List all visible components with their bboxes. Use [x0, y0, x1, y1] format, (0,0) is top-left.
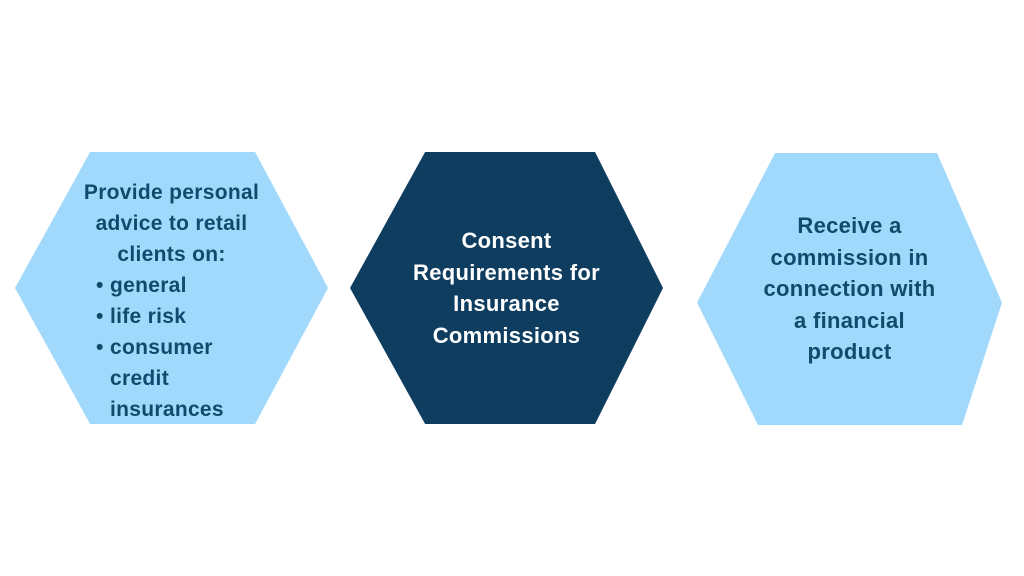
text-line: commission in	[770, 244, 929, 270]
hexagon-commission: Receive a commission in connection with …	[697, 153, 1002, 425]
text-line: a financial	[794, 307, 905, 333]
advice-bullet-list: general life risk consumer credit insura…	[96, 270, 328, 424]
bullet-item: consumer credit insurances	[96, 332, 246, 424]
bullet-item: life risk	[96, 301, 246, 332]
text-line: product	[807, 339, 892, 365]
text-line: advice to retail	[95, 212, 248, 235]
hexagon-advice-content: Provide personal advice to retail client…	[15, 152, 328, 424]
hexagon-consent-requirements: Consent Requirements for Insurance Commi…	[350, 152, 663, 424]
text-line: connection with	[763, 276, 936, 302]
text-line: Provide personal	[83, 181, 260, 204]
text-line: Receive a	[797, 213, 902, 239]
text-line: clients on:	[117, 243, 226, 266]
hexagon-advice-scope: Provide personal advice to retail client…	[15, 152, 328, 424]
text-line: Requirements for	[413, 259, 600, 285]
text-line: Commissions	[432, 322, 581, 348]
hexagon-advice-heading: Provide personal advice to retail client…	[15, 177, 328, 270]
text-line: Insurance	[453, 291, 560, 316]
bullet-item: general	[96, 270, 246, 301]
text-line: Consent	[461, 228, 552, 253]
